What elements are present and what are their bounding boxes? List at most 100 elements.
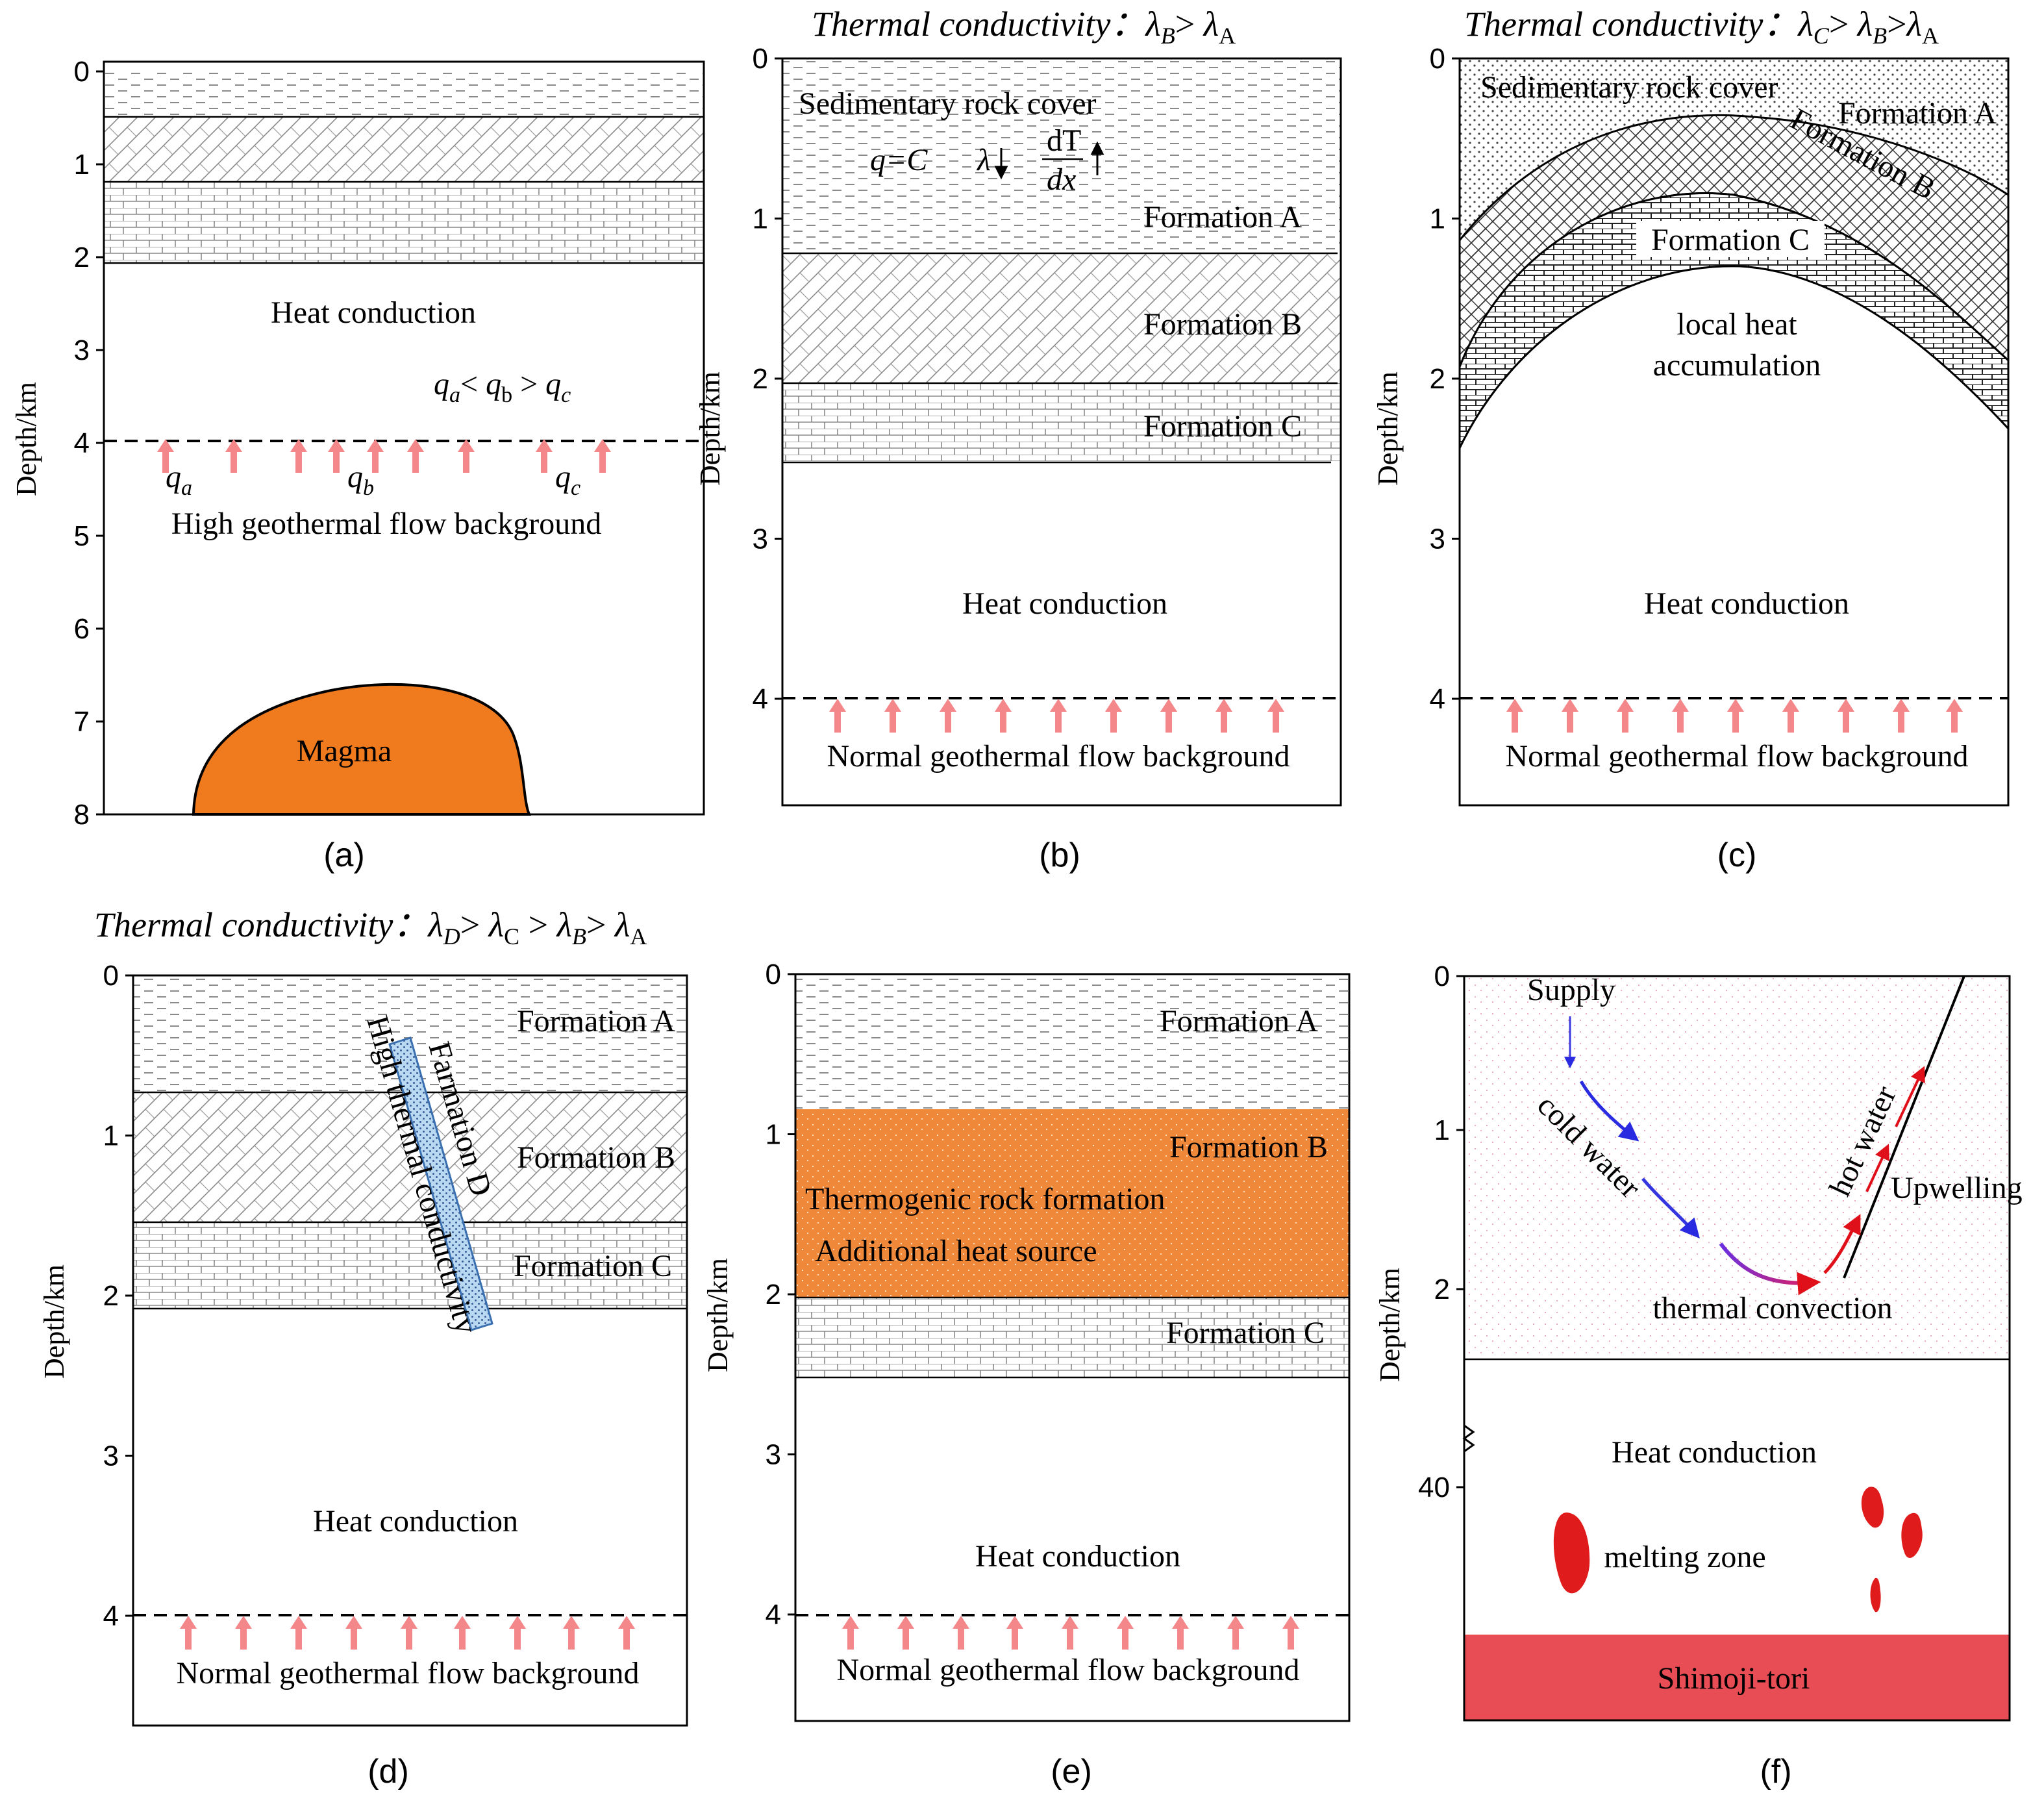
depth-tick-label: 0 bbox=[766, 959, 781, 990]
upwelling-label: Upwelling bbox=[1891, 1171, 2023, 1205]
flux-arrow bbox=[231, 451, 237, 473]
depth-tick-label: 3 bbox=[74, 334, 90, 366]
depth-tick-label: 0 bbox=[74, 56, 90, 88]
panel-f-frame bbox=[1463, 975, 2011, 1722]
flux-arrow-head bbox=[1282, 1616, 1299, 1629]
flux-arrow-head bbox=[225, 439, 242, 452]
depth-axis-label: Depth/km bbox=[702, 1258, 734, 1372]
qc-label: qc bbox=[555, 460, 580, 500]
layer-c bbox=[104, 182, 704, 263]
flux-arrow bbox=[1788, 710, 1794, 733]
flux-arrows bbox=[829, 699, 1284, 733]
flux-arrow bbox=[1221, 710, 1227, 733]
thermogenic-label: Thermogenic rock formation bbox=[805, 1182, 1165, 1216]
flux-arrow bbox=[1273, 710, 1279, 733]
caption-f: (f) bbox=[1760, 1753, 1791, 1790]
heat-conduction-label: Heat conduction bbox=[1644, 586, 1849, 621]
panel-title: Thermal conductivity：λB> λA bbox=[812, 5, 1236, 49]
melting-zone-label: melting zone bbox=[1604, 1540, 1765, 1574]
flux-arrow-head bbox=[594, 439, 611, 452]
heat-conduction-label: Heat conduction bbox=[271, 295, 476, 330]
flux-arrow-head bbox=[235, 1616, 252, 1629]
depth-axis-label: Depth/km bbox=[694, 371, 726, 486]
depth-tick-label: 4 bbox=[1430, 683, 1445, 715]
flux-arrows bbox=[1506, 699, 1963, 733]
depth-tick-label: 4 bbox=[753, 683, 768, 715]
flux-arrow bbox=[406, 1627, 412, 1650]
flux-arrow-head bbox=[1062, 1616, 1078, 1629]
cold-water-arrow-1 bbox=[1579, 1080, 1639, 1142]
flux-arrow-head bbox=[1006, 1616, 1023, 1629]
flux-arrow-head bbox=[401, 1616, 418, 1629]
flux-arrow bbox=[1000, 710, 1006, 733]
cover-label: Sedimentary rock cover bbox=[799, 86, 1097, 121]
formation-c-label: Formation C bbox=[1143, 409, 1302, 444]
upper-crust-layer bbox=[1464, 976, 2010, 1359]
formation-c-label: Formation C bbox=[1166, 1316, 1325, 1350]
melt-blob-2 bbox=[1861, 1487, 1884, 1528]
thermogenic-layer bbox=[795, 1109, 1349, 1298]
flux-arrow-head bbox=[842, 1616, 859, 1629]
flux-arrow bbox=[1232, 1627, 1239, 1650]
flux-arrow-head bbox=[1227, 1616, 1244, 1629]
flux-arrow-head bbox=[536, 439, 553, 452]
flux-arrow-head bbox=[454, 1616, 471, 1629]
flux-arrow bbox=[599, 451, 606, 473]
flux-arrow bbox=[541, 451, 547, 473]
flux-arrow bbox=[1177, 1627, 1184, 1650]
depth-tick-label: 4 bbox=[74, 427, 90, 459]
flux-arrow-head bbox=[157, 439, 174, 452]
flux-arrow-head bbox=[1160, 699, 1177, 712]
flux-arrow-head bbox=[1117, 1616, 1134, 1629]
flux-arrow-head bbox=[290, 439, 307, 452]
panel-a-frame bbox=[103, 60, 705, 816]
caption-b: (b) bbox=[1039, 836, 1080, 874]
flux-arrow bbox=[240, 1627, 247, 1650]
magma-body bbox=[192, 683, 531, 816]
flux-arrow bbox=[834, 710, 841, 733]
flux-arrow-head bbox=[1946, 699, 1963, 712]
flux-arrow bbox=[1898, 710, 1904, 733]
flux-arrow-head bbox=[1782, 699, 1799, 712]
flux-arrow-head bbox=[367, 439, 384, 452]
hot-water-arrow-2 bbox=[1865, 1144, 1889, 1192]
formation-c-label: Formation C bbox=[1651, 223, 1810, 257]
flux-arrow-head bbox=[1267, 699, 1284, 712]
formation-a-label: Formation A bbox=[1838, 96, 1997, 131]
cover-label: Sedimentary rock cover bbox=[1480, 70, 1778, 105]
flux-arrow-head bbox=[1617, 699, 1634, 712]
flux-arrow bbox=[1012, 1627, 1018, 1650]
hot-water-arrow-3 bbox=[1895, 1066, 1925, 1127]
depth-tick-label: 4 bbox=[103, 1600, 119, 1632]
flux-arrow-head bbox=[1105, 699, 1122, 712]
flux-arrow-head bbox=[345, 1616, 362, 1629]
flux-arrow-head bbox=[1215, 699, 1232, 712]
flux-arrow-head bbox=[1050, 699, 1067, 712]
depth-tick-label: 3 bbox=[103, 1440, 119, 1472]
eq-lambda: λ bbox=[976, 143, 991, 177]
flux-arrow-head bbox=[897, 1616, 914, 1629]
flux-arrow bbox=[1732, 710, 1739, 733]
melt-blob-3 bbox=[1901, 1513, 1923, 1559]
eq-q: q=C bbox=[870, 143, 928, 177]
heat-conduction-label: Heat conduction bbox=[1612, 1435, 1817, 1470]
formation-c-label-bg bbox=[1636, 221, 1825, 257]
qa-label: qa bbox=[166, 460, 192, 500]
depth-tick-label: 1 bbox=[766, 1119, 781, 1151]
flux-arrow-head bbox=[995, 699, 1012, 712]
flux-arrow bbox=[1567, 710, 1573, 733]
flux-arrow-head bbox=[1838, 699, 1854, 712]
eq-den: dx bbox=[1047, 162, 1076, 197]
depth-tick-label: 2 bbox=[1434, 1274, 1450, 1305]
formation-b-label: Formation B bbox=[1143, 307, 1302, 342]
flux-arrow bbox=[372, 451, 379, 473]
flux-arrow bbox=[463, 451, 469, 473]
flux-arrow bbox=[333, 451, 340, 473]
cold-water-arrow-2 bbox=[1641, 1177, 1700, 1239]
flux-arrow bbox=[1677, 710, 1684, 733]
depth-tick-label: 0 bbox=[103, 960, 119, 992]
